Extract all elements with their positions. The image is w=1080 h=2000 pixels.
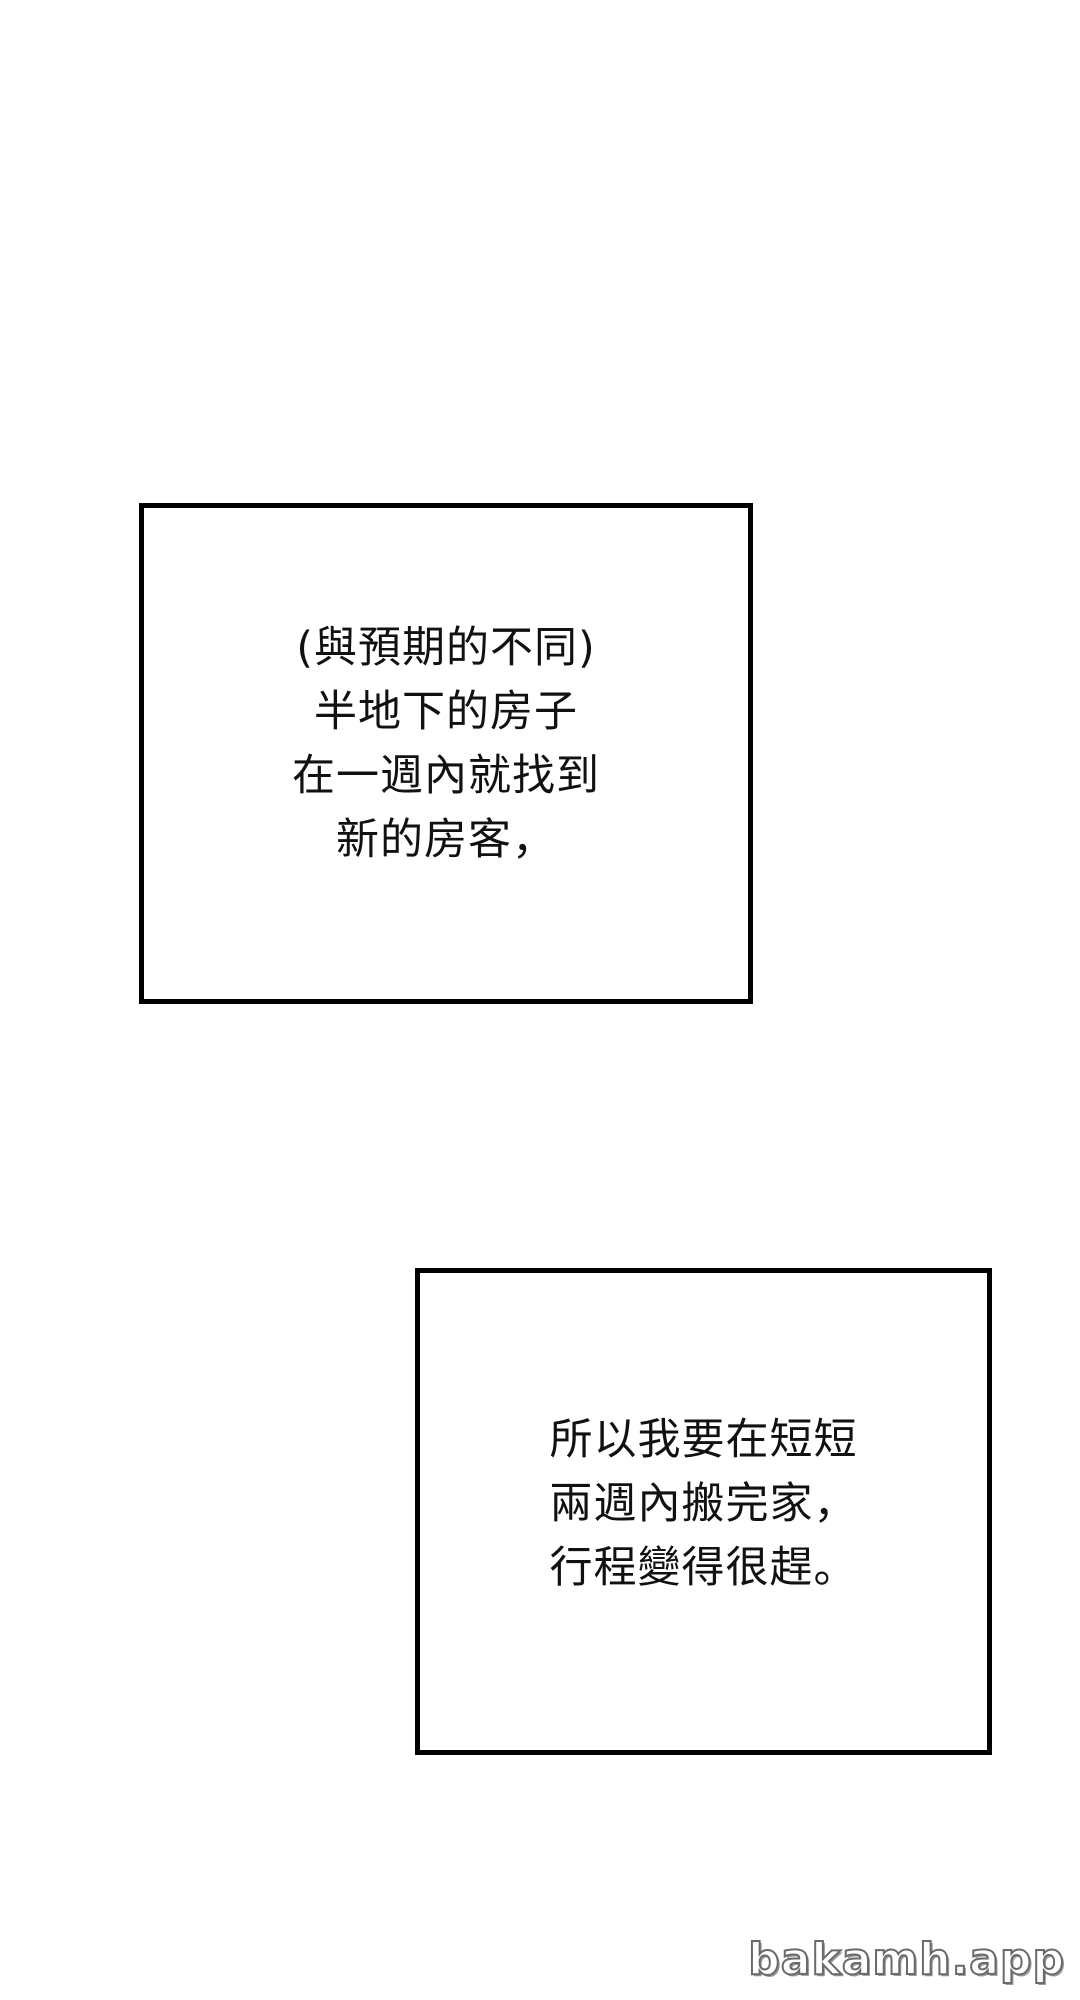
- narration-text-2: 所以我要在短短 兩週內搬完家， 行程變得很趕。: [550, 1408, 858, 1600]
- narration-line: (與預期的不同): [296, 622, 596, 673]
- watermark: bakamh.app: [747, 1933, 1065, 1986]
- narration-line: 行程變得很趕。: [549, 1542, 858, 1593]
- narration-line: 所以我要在短短: [549, 1414, 858, 1465]
- narration-box-2: 所以我要在短短 兩週內搬完家， 行程變得很趕。: [415, 1268, 992, 1755]
- narration-text-1: (與預期的不同) 半地下的房子 在一週內就找到 新的房客，: [292, 616, 600, 872]
- narration-box-1: (與預期的不同) 半地下的房子 在一週內就找到 新的房客，: [139, 503, 753, 1004]
- narration-line: 新的房客，: [336, 814, 556, 865]
- narration-line: 半地下的房子: [314, 686, 578, 737]
- narration-line: 兩週內搬完家，: [549, 1478, 858, 1529]
- narration-line: 在一週內就找到: [292, 750, 600, 801]
